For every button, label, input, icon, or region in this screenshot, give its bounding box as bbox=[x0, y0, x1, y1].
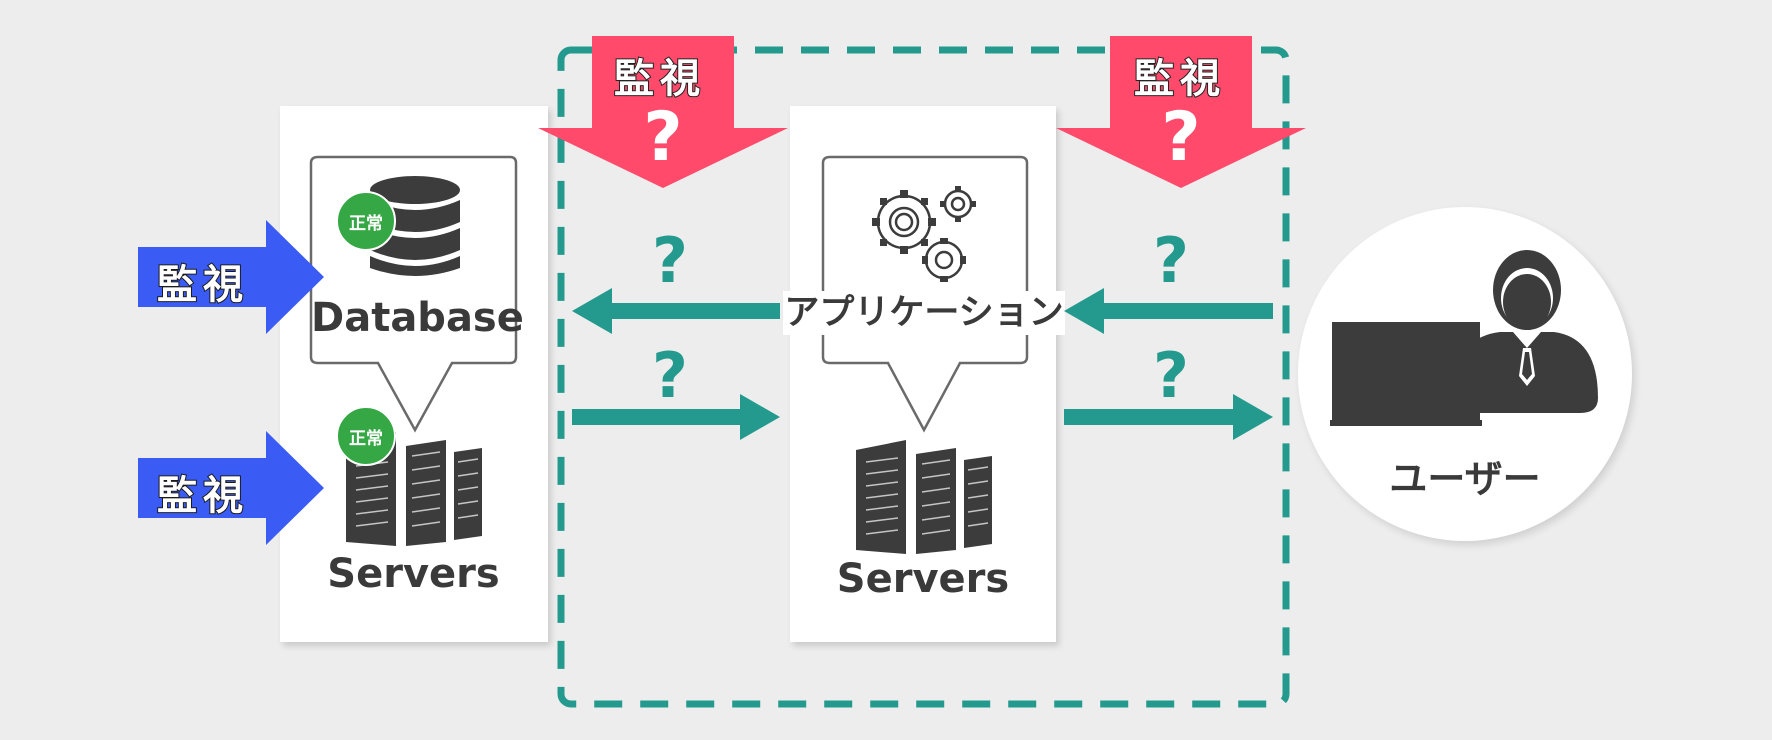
question-mark-teal-1: ? bbox=[652, 224, 688, 297]
question-mark-red-right: ? bbox=[1161, 98, 1201, 177]
monitor-arrow-db bbox=[138, 220, 324, 334]
servers-label-left: Servers bbox=[327, 551, 500, 597]
monitor-label-servers: 監視 bbox=[156, 472, 249, 520]
servers-icon-middle bbox=[856, 440, 992, 554]
status-normal-badge-db: 正常 bbox=[336, 191, 396, 251]
application-label: アプリケーション bbox=[783, 291, 1065, 335]
database-label: Database bbox=[311, 295, 524, 341]
user-with-laptop-icon bbox=[1330, 250, 1598, 426]
user-label: ユーザー bbox=[1389, 457, 1541, 501]
question-mark-teal-4: ? bbox=[1153, 339, 1189, 412]
monitor-arrow-red-right bbox=[1056, 36, 1306, 188]
question-mark-teal-3: ? bbox=[1153, 224, 1189, 297]
monitor-label-db: 監視 bbox=[156, 261, 249, 309]
question-mark-red-left: ? bbox=[643, 98, 683, 177]
servers-icon-left bbox=[346, 432, 482, 546]
monitor-label-red-left: 監視 bbox=[613, 55, 706, 103]
question-mark-teal-2: ? bbox=[652, 339, 688, 412]
monitor-label-red-right: 監視 bbox=[1133, 55, 1226, 103]
monitor-arrow-servers bbox=[138, 431, 324, 545]
gears-icon bbox=[872, 186, 976, 282]
servers-label-middle: Servers bbox=[836, 556, 1010, 602]
status-normal-badge-servers: 正常 bbox=[336, 406, 396, 466]
monitor-arrow-red-left bbox=[538, 36, 788, 188]
